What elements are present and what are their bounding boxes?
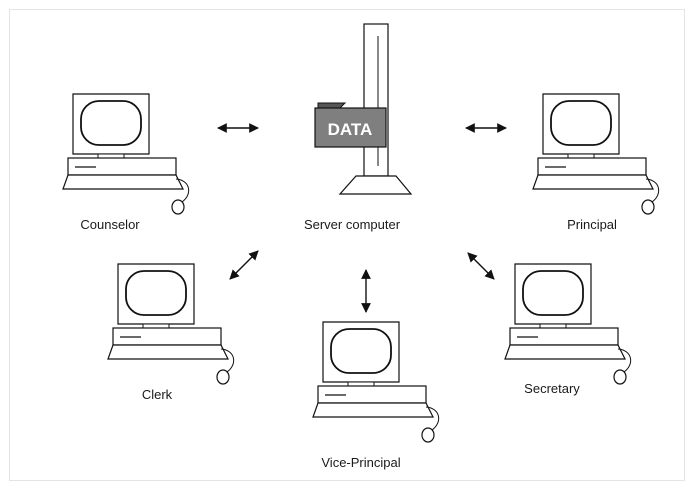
server-label: Server computer: [303, 217, 401, 232]
vice-principal-label: Vice-Principal: [321, 455, 401, 470]
clerk-computer-icon: [107, 263, 235, 385]
secretary-label: Secretary: [524, 381, 580, 396]
server-tower: [338, 23, 413, 195]
arrow-server-secretary: [467, 252, 495, 280]
data-folder-label: DATA: [328, 120, 373, 139]
principal-label: Principal: [567, 217, 617, 232]
arrow-clerk-server: [229, 250, 259, 280]
data-folder-icon: DATA: [314, 102, 387, 148]
counselor-label: Counselor: [80, 217, 140, 232]
counselor-computer-icon: [62, 93, 190, 215]
diagram-frame: [9, 9, 685, 481]
clerk-label: Clerk: [141, 387, 173, 402]
vice-principal-computer-icon: [312, 321, 440, 443]
secretary-computer-icon: [504, 263, 632, 385]
principal-computer-icon: [532, 93, 660, 215]
